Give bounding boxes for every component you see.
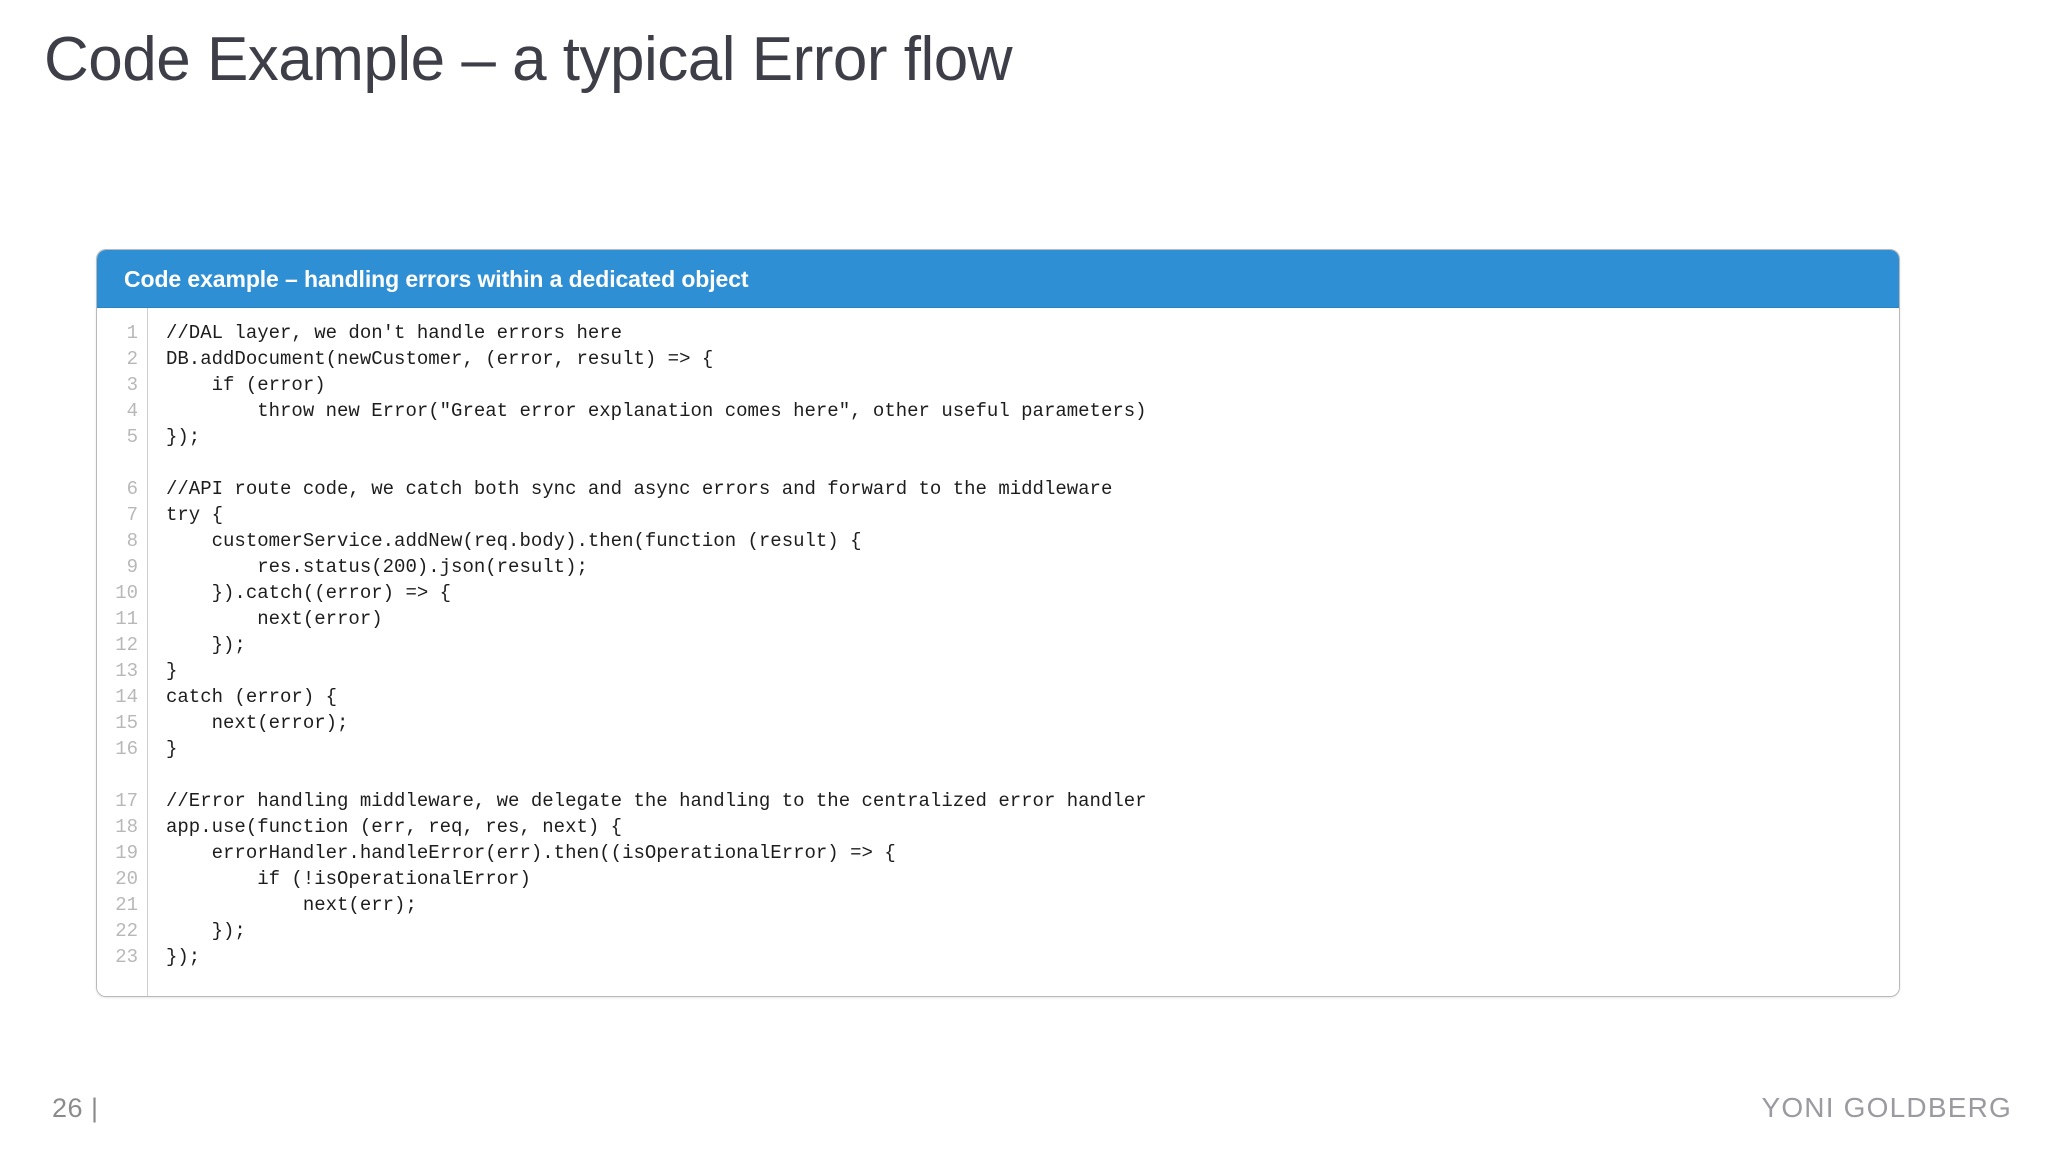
code-line: //API route code, we catch both sync and… bbox=[166, 478, 1113, 500]
line-number: 23 bbox=[115, 946, 138, 968]
line-number: 16 bbox=[115, 738, 138, 760]
line-number: 17 bbox=[115, 790, 138, 812]
code-line: }).catch((error) => { bbox=[166, 582, 452, 604]
code-line: throw new Error("Great error explanation… bbox=[166, 400, 1147, 422]
code-content[interactable]: //DAL layer, we don't handle errors here… bbox=[148, 308, 1899, 996]
footer-brand: YONI GOLDBERG bbox=[1761, 1092, 2012, 1123]
code-line: app.use(function (err, req, res, next) { bbox=[166, 816, 623, 838]
code-line: next(error); bbox=[166, 712, 349, 734]
line-number: 13 bbox=[115, 660, 138, 682]
line-number: 12 bbox=[115, 634, 138, 656]
line-number: 1 bbox=[126, 322, 138, 344]
line-number: 6 bbox=[126, 478, 138, 500]
code-card-header-title: Code example – handling errors within a … bbox=[124, 265, 749, 292]
code-line bbox=[166, 762, 1899, 788]
code-example-card: Code example – handling errors within a … bbox=[96, 249, 1900, 997]
line-number: 4 bbox=[126, 400, 138, 422]
line-number-blank bbox=[97, 762, 147, 788]
line-number: 21 bbox=[115, 894, 138, 916]
code-line: res.status(200).json(result); bbox=[166, 556, 588, 578]
line-number-blank bbox=[97, 450, 147, 476]
code-line: }); bbox=[166, 946, 201, 968]
line-number: 7 bbox=[126, 504, 138, 526]
line-number: 3 bbox=[126, 374, 138, 396]
line-number: 20 bbox=[115, 868, 138, 890]
code-line: next(err); bbox=[166, 894, 417, 916]
code-line: }); bbox=[166, 634, 246, 656]
code-line: catch (error) { bbox=[166, 686, 338, 708]
line-number: 14 bbox=[115, 686, 138, 708]
line-number: 5 bbox=[126, 426, 138, 448]
line-number: 18 bbox=[115, 816, 138, 838]
line-number: 22 bbox=[115, 920, 138, 942]
code-line: DB.addDocument(newCustomer, (error, resu… bbox=[166, 348, 714, 370]
line-number: 11 bbox=[115, 608, 138, 630]
code-line: try { bbox=[166, 504, 224, 526]
code-line: customerService.addNew(req.body).then(fu… bbox=[166, 530, 862, 552]
footer-page-number: 26 | bbox=[52, 1093, 99, 1123]
line-number: 2 bbox=[126, 348, 138, 370]
code-line: } bbox=[166, 660, 178, 682]
line-number: 15 bbox=[115, 712, 138, 734]
code-line bbox=[166, 450, 1899, 476]
code-line: errorHandler.handleError(err).then((isOp… bbox=[166, 842, 896, 864]
code-line: //Error handling middleware, we delegate… bbox=[166, 790, 1147, 812]
code-line: //DAL layer, we don't handle errors here bbox=[166, 322, 623, 344]
code-line: next(error) bbox=[166, 608, 383, 630]
line-number: 19 bbox=[115, 842, 138, 864]
code-card-header: Code example – handling errors within a … bbox=[97, 250, 1899, 308]
code-line: if (error) bbox=[166, 374, 326, 396]
slide-title: Code Example – a typical Error flow bbox=[44, 25, 1013, 94]
line-number: 8 bbox=[126, 530, 138, 552]
code-line: }); bbox=[166, 920, 246, 942]
code-line: if (!isOperationalError) bbox=[166, 868, 531, 890]
line-number: 10 bbox=[115, 582, 138, 604]
code-line: }); bbox=[166, 426, 201, 448]
line-number: 9 bbox=[126, 556, 138, 578]
code-line: } bbox=[166, 738, 178, 760]
